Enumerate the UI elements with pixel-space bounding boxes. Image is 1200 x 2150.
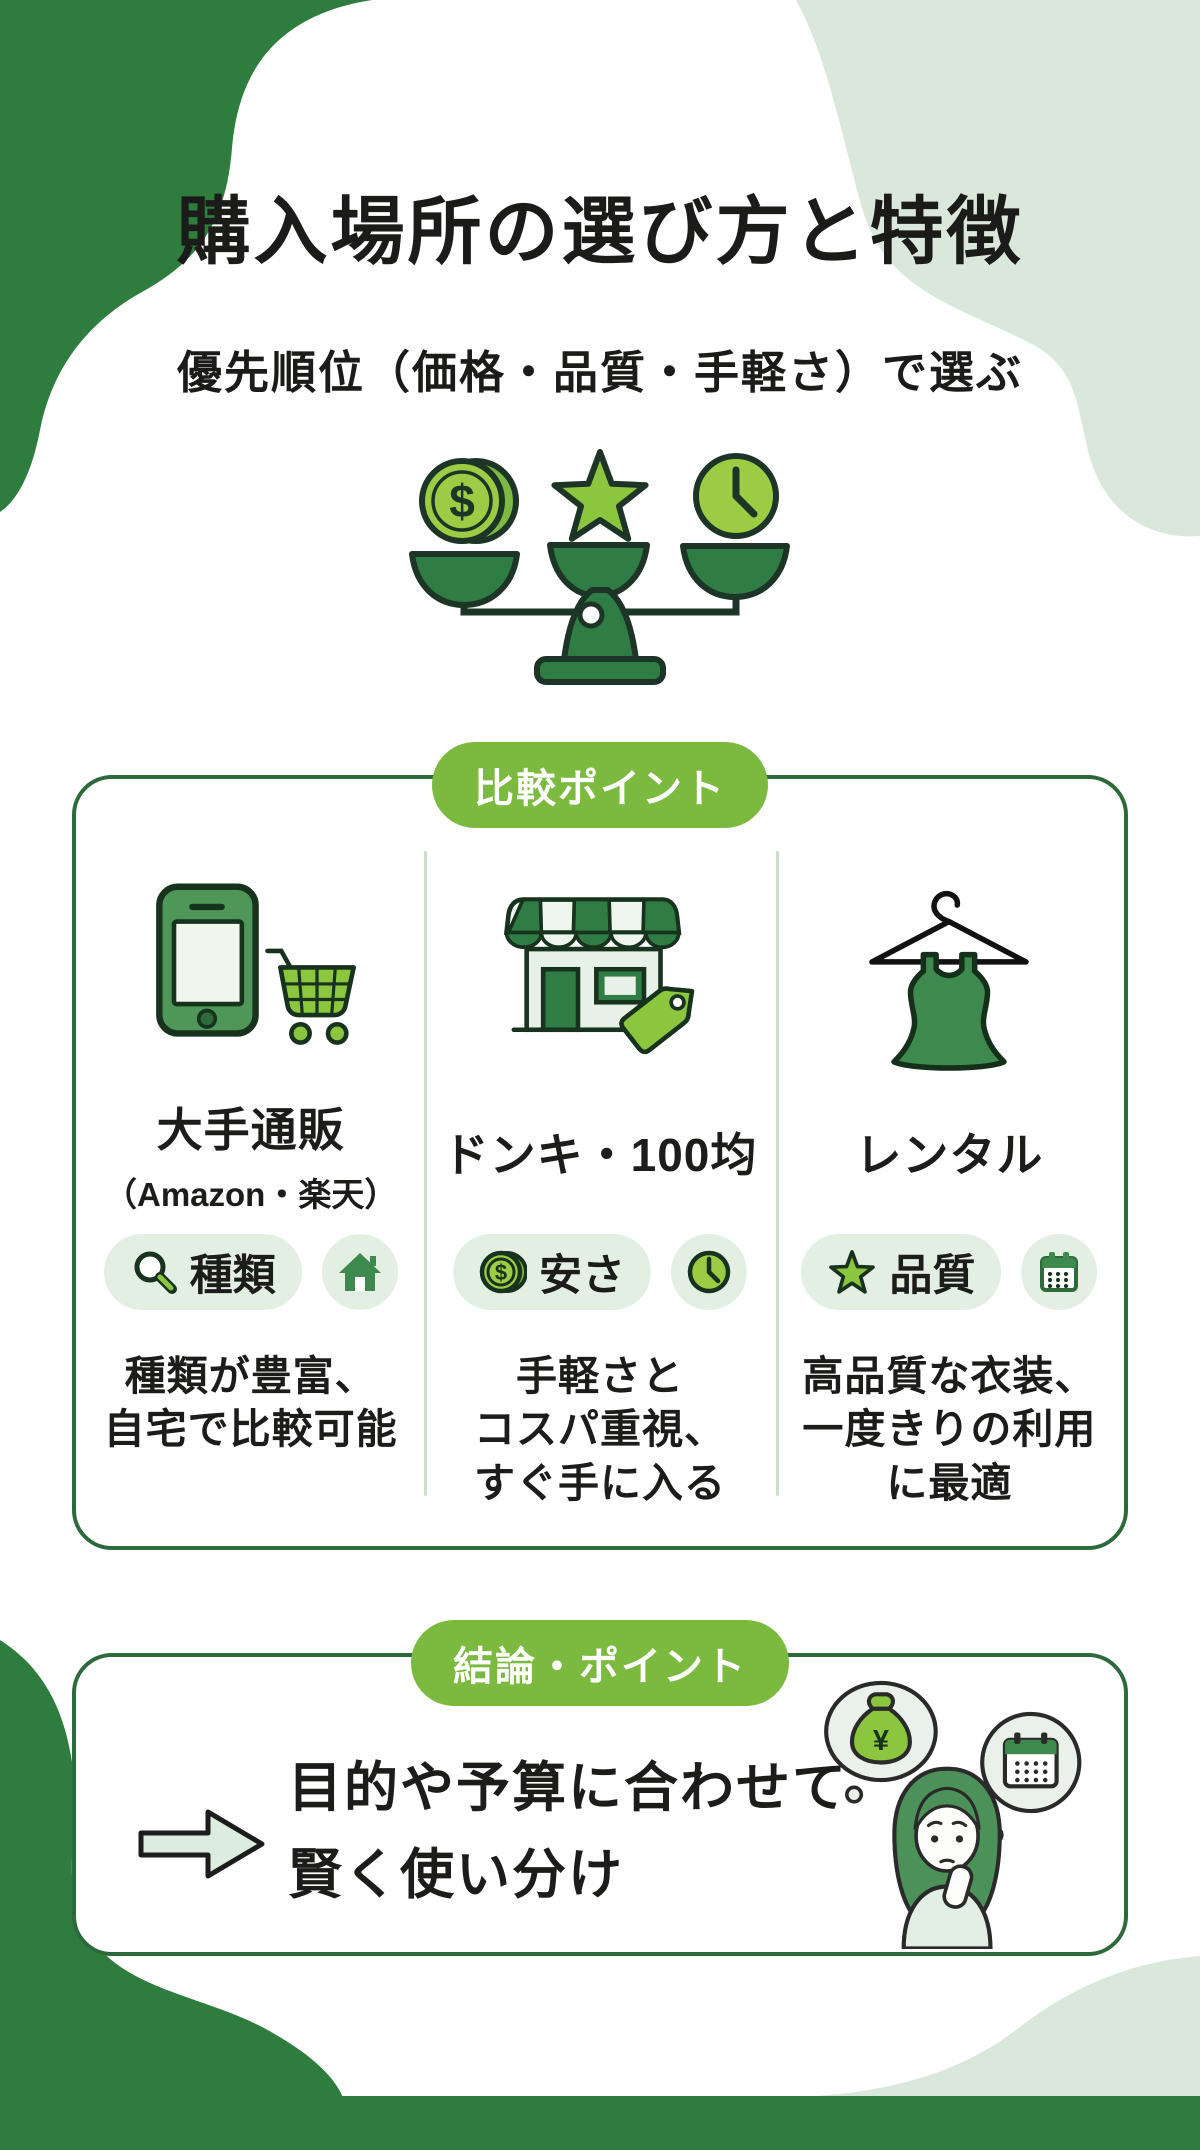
conclusion-line1: 目的や予算に合わせて bbox=[288, 1758, 848, 1818]
smartphone-cart-icon bbox=[155, 883, 356, 1045]
balance-scale-illustration: $ bbox=[340, 426, 860, 761]
thinking-woman-illustration: ¥ bbox=[790, 1669, 1100, 1951]
comparison-badge: 比較ポイント bbox=[432, 742, 768, 828]
feature-pill-time bbox=[670, 1234, 747, 1310]
conclusion-text: 目的や予算に合わせて 賢く使い分け bbox=[288, 1745, 848, 1920]
column-title: 大手通販 bbox=[156, 1104, 345, 1156]
feature-pill-calendar bbox=[1021, 1234, 1098, 1310]
dollar-coin-icon: $ bbox=[479, 1250, 527, 1294]
column-discount-stores: ドンキ・100均 $ 安さ bbox=[425, 779, 774, 1546]
woman-figure bbox=[892, 1766, 1002, 1951]
blob-top-left bbox=[0, 0, 372, 512]
star-icon bbox=[829, 1250, 876, 1294]
bottom-bar bbox=[0, 2096, 1200, 2150]
conclusion-badge: 結論・ポイント bbox=[411, 1620, 789, 1706]
feature-pill-label: 品質 bbox=[889, 1252, 976, 1300]
conclusion-panel: 結論・ポイント 目的や予算に合わせて 賢く使い分け ¥ bbox=[72, 1620, 1128, 1956]
svg-text:$: $ bbox=[495, 1260, 507, 1285]
blob-top-right bbox=[796, 0, 1200, 537]
dress-hanger-icon bbox=[869, 890, 1030, 1071]
house-icon bbox=[338, 1253, 381, 1291]
comparison-panel: 比較ポイント 大手通販 （Amazon・楽天） bbox=[72, 742, 1128, 1550]
feature-pill-home bbox=[321, 1234, 398, 1310]
svg-text:$: $ bbox=[449, 475, 475, 527]
feature-pill-label: 種類 bbox=[189, 1252, 276, 1300]
feature-pill-quality: 品質 bbox=[801, 1234, 1002, 1310]
column-description: 手軽さと コスパ重視、 すぐ手に入る bbox=[473, 1353, 726, 1506]
calendar-icon bbox=[1040, 1252, 1079, 1292]
clock-icon bbox=[693, 453, 779, 539]
feature-pill-label: 安さ bbox=[538, 1252, 625, 1300]
storefront-tag-icon bbox=[503, 897, 695, 1055]
conclusion-line2: 賢く使い分け bbox=[288, 1845, 624, 1906]
money-bag-thought-bubble: ¥ bbox=[824, 1680, 938, 1804]
column-title: ドンキ・100均 bbox=[442, 1129, 758, 1181]
column-divider bbox=[424, 851, 427, 1496]
column-online-shops: 大手通販 （Amazon・楽天） 種類 bbox=[76, 779, 425, 1546]
blob-bottom-right bbox=[816, 1956, 1200, 2096]
clock-icon bbox=[687, 1250, 731, 1294]
calendar-thought-bubble bbox=[980, 1711, 1082, 1844]
dollar-coin-icon: $ bbox=[419, 458, 519, 544]
right-arrow-icon bbox=[138, 1809, 265, 1879]
column-description: 種類が豊富、 自宅で比較可能 bbox=[103, 1353, 398, 1453]
column-title: レンタル bbox=[855, 1129, 1044, 1181]
page-title: 購入場所の選び方と特徴 bbox=[176, 190, 1024, 273]
column-divider bbox=[776, 851, 779, 1496]
column-description: 高品質な衣装、 一度きりの利用 に最適 bbox=[802, 1353, 1097, 1506]
feature-pill-cheap: $ 安さ bbox=[452, 1234, 651, 1310]
star-icon bbox=[551, 449, 649, 542]
blob-bottom-left bbox=[0, 1640, 344, 2100]
svg-text:¥: ¥ bbox=[873, 1725, 889, 1757]
page-subtitle: 優先順位（価格・品質・手軽さ）で選ぶ bbox=[176, 347, 1023, 398]
column-rental: レンタル 品質 bbox=[775, 779, 1124, 1546]
feature-pill-variety: 種類 bbox=[103, 1234, 302, 1310]
column-subtitle: （Amazon・楽天） bbox=[103, 1176, 398, 1213]
magnifier-icon bbox=[134, 1251, 177, 1294]
